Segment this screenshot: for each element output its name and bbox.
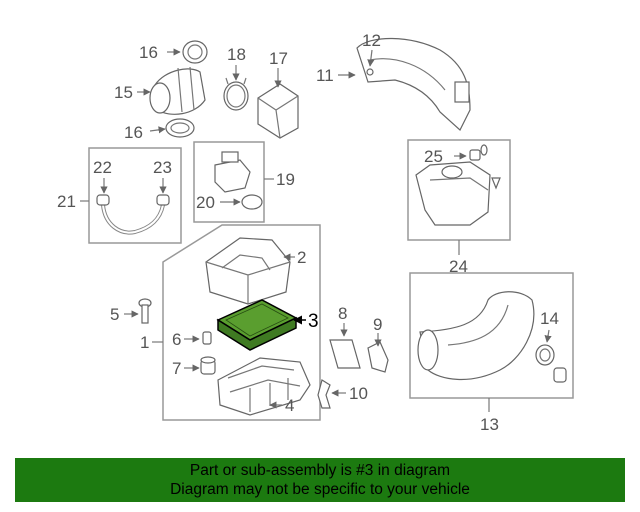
parts-diagram: 16 18 17 12 11 15 16 22 23 21 19 20 25 2… bbox=[57, 31, 574, 434]
hose-clamp-part-18[interactable] bbox=[223, 77, 249, 111]
outlet-duct-part-13[interactable] bbox=[417, 291, 535, 381]
clamp-ring-part-16-bottom[interactable] bbox=[165, 118, 195, 138]
bracket-part-9[interactable] bbox=[367, 341, 389, 373]
bolt-part-5[interactable] bbox=[138, 298, 152, 324]
callout-18: 18 bbox=[227, 45, 246, 64]
grommet-part-6[interactable] bbox=[202, 331, 212, 345]
callout-6: 6 bbox=[172, 330, 181, 349]
bushing-part-7[interactable] bbox=[200, 356, 216, 375]
hose-assembly-box bbox=[88, 147, 182, 244]
breather-hose-part-21[interactable] bbox=[101, 204, 165, 235]
callout-9: 9 bbox=[373, 315, 382, 334]
hose-clamp-part-23[interactable] bbox=[156, 194, 170, 206]
cap-part-25[interactable] bbox=[469, 149, 481, 161]
callout-4: 4 bbox=[285, 396, 294, 415]
hose-clamp-part-22[interactable] bbox=[96, 194, 110, 206]
callout-24: 24 bbox=[449, 257, 468, 276]
air-cleaner-cover-part-2[interactable] bbox=[205, 237, 291, 305]
part-info-banner: Part or sub-assembly is #3 in diagram Di… bbox=[15, 458, 625, 502]
air-cleaner-housing-part-4[interactable] bbox=[217, 357, 311, 416]
callout-25: 25 bbox=[424, 147, 443, 166]
callout-3: 3 bbox=[308, 311, 319, 332]
callout-16-bottom: 16 bbox=[124, 123, 143, 142]
clamp-part-14[interactable] bbox=[535, 344, 567, 383]
callout-11: 11 bbox=[316, 66, 334, 85]
outlet-duct-box bbox=[409, 272, 574, 399]
callout-8: 8 bbox=[338, 304, 347, 323]
callout-19: 19 bbox=[276, 170, 295, 189]
callout-2: 2 bbox=[297, 248, 306, 267]
o-ring-part-20[interactable] bbox=[241, 194, 263, 210]
air-filter-part-3[interactable] bbox=[216, 299, 298, 351]
resonator-part-24[interactable] bbox=[415, 161, 491, 226]
callout-22: 22 bbox=[93, 158, 112, 177]
callout-1: 1 bbox=[140, 333, 149, 352]
clip-part-10[interactable] bbox=[317, 379, 331, 409]
callout-14: 14 bbox=[540, 309, 559, 328]
banner-line-disclaimer: Diagram may not be specific to your vehi… bbox=[170, 481, 470, 498]
callout-16-top: 16 bbox=[139, 43, 158, 62]
plate-part-8[interactable] bbox=[329, 339, 361, 369]
callout-13: 13 bbox=[480, 415, 499, 434]
air-flow-tube-part-15[interactable] bbox=[149, 66, 206, 115]
callout-20: 20 bbox=[196, 193, 215, 212]
callout-15: 15 bbox=[114, 83, 133, 102]
intake-resonator-part-17[interactable] bbox=[257, 83, 299, 139]
callout-17: 17 bbox=[269, 49, 288, 68]
fitting-icon bbox=[480, 144, 501, 190]
callout-5: 5 bbox=[110, 305, 119, 324]
callout-10: 10 bbox=[349, 384, 368, 403]
sensor-box bbox=[193, 141, 265, 223]
air-intake-duct-part-11[interactable] bbox=[356, 37, 471, 131]
callout-21: 21 bbox=[57, 192, 76, 211]
callout-12: 12 bbox=[362, 31, 381, 50]
air-cleaner-assembly-box bbox=[162, 224, 321, 421]
banner-line-part-number: Part or sub-assembly is #3 in diagram bbox=[189, 462, 451, 479]
callout-7: 7 bbox=[172, 359, 181, 378]
clamp-ring-part-16-top[interactable] bbox=[182, 40, 208, 64]
sensor-part-19[interactable] bbox=[214, 151, 251, 193]
callout-23: 23 bbox=[153, 158, 172, 177]
